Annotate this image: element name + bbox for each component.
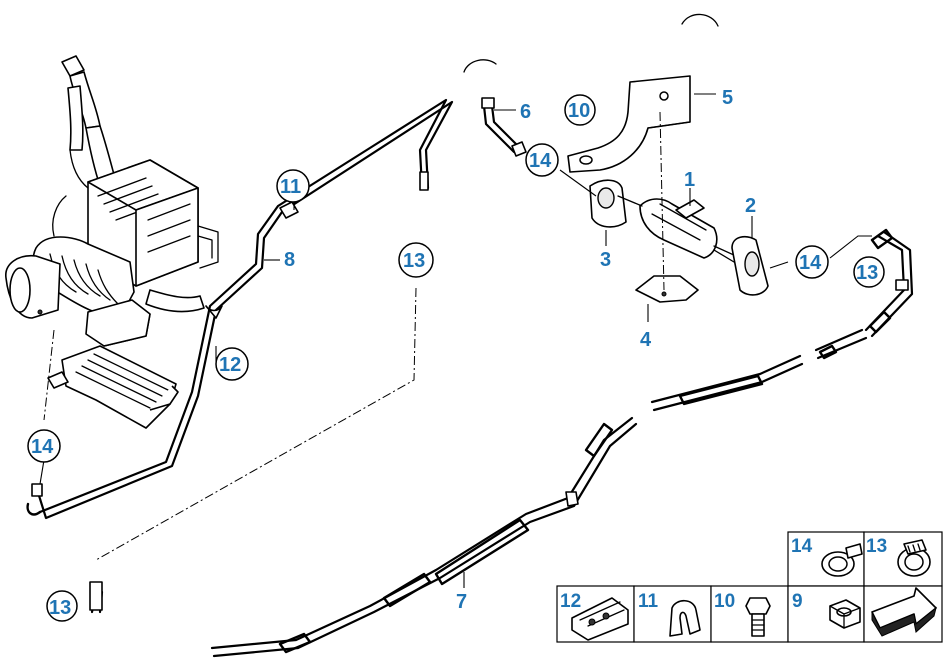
callout-7: 7 <box>456 591 467 613</box>
bracket-illustration <box>567 13 719 173</box>
parts-legend-grid: 14 13 12 11 10 <box>556 531 943 643</box>
callout-8: 8 <box>284 249 295 271</box>
callout-circle-13-center: 13 <box>398 242 434 278</box>
callouts: 1 2 3 4 5 6 7 8 10 11 12 13 13 13 <box>27 87 885 622</box>
callout-circle-12: 12 <box>215 347 249 381</box>
callout-4: 4 <box>640 329 652 351</box>
callout-2: 2 <box>745 195 756 217</box>
svg-text:13: 13 <box>49 597 71 619</box>
legend-label-12: 12 <box>560 591 581 612</box>
callout-1: 1 <box>684 169 695 191</box>
hex-nut-icon <box>829 599 861 629</box>
pipe-holder-icon <box>571 597 629 641</box>
callout-circle-13-bottom: 13 <box>46 590 78 622</box>
svg-text:10: 10 <box>568 100 590 122</box>
reference-lines <box>43 111 665 561</box>
fuel-line-8 <box>26 98 454 520</box>
worm-clamp-icon <box>897 539 931 577</box>
svg-text:11: 11 <box>280 176 301 198</box>
svg-text:13: 13 <box>403 250 425 272</box>
svg-text:13: 13 <box>856 262 878 284</box>
fuel-line-6 <box>463 59 527 157</box>
clip-icon <box>669 599 701 637</box>
legend-label-9: 9 <box>792 591 803 612</box>
arrow-icon <box>871 587 937 637</box>
hose-clamp-icon <box>821 543 863 577</box>
svg-text:14: 14 <box>799 252 822 274</box>
legend-label-11: 11 <box>638 591 659 612</box>
heater-unit-illustration <box>5 55 219 429</box>
callout-circle-10: 10 <box>564 94 596 126</box>
callout-3: 3 <box>600 249 611 271</box>
legend-label-13: 13 <box>866 536 887 557</box>
svg-text:12: 12 <box>219 354 241 376</box>
bolt-icon <box>745 597 771 637</box>
callout-circle-14-left: 14 <box>27 429 61 463</box>
callout-circle-14-right: 14 <box>795 245 829 279</box>
callout-circle-14-top: 14 <box>525 143 559 177</box>
fuel-line-7 <box>89 228 914 658</box>
legend-label-10: 10 <box>714 591 735 612</box>
callout-6: 6 <box>520 101 531 123</box>
svg-text:14: 14 <box>31 436 54 458</box>
callout-circle-11: 11 <box>276 169 310 203</box>
legend-label-14: 14 <box>791 536 813 557</box>
svg-text:14: 14 <box>529 150 552 172</box>
callout-circle-13-right: 13 <box>853 256 885 288</box>
fuel-pump-illustration <box>589 179 769 303</box>
callout-5: 5 <box>722 87 733 109</box>
